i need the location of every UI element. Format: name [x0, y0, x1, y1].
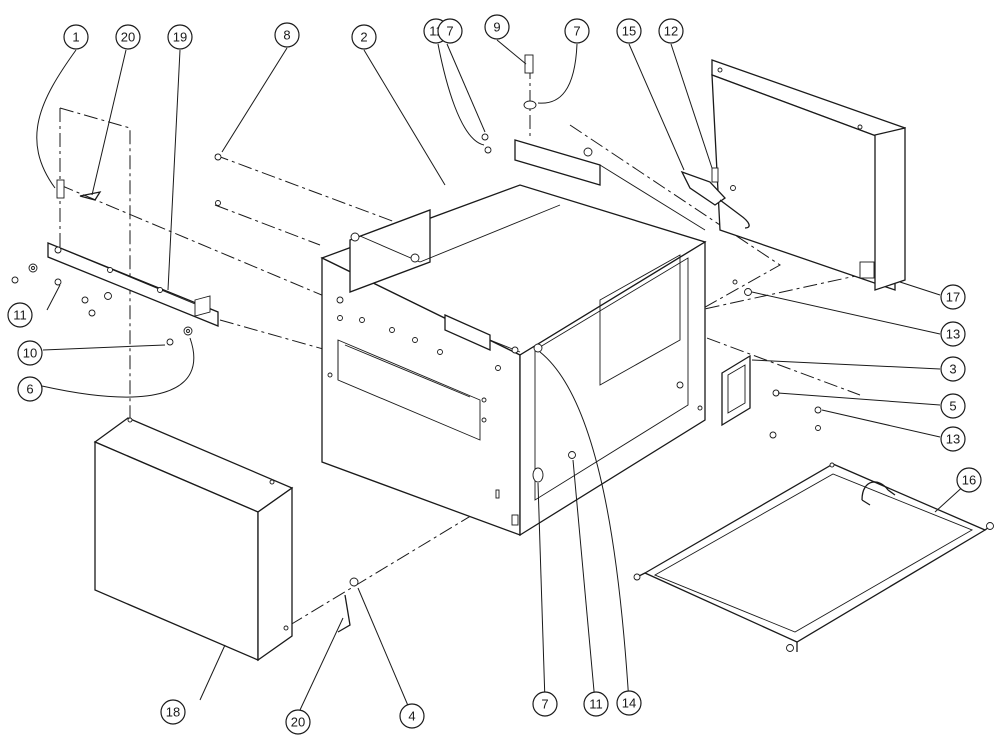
callout-bubble: 20	[285, 709, 311, 735]
hardware	[11, 54, 822, 633]
callout-bubble: 12	[658, 18, 684, 44]
callout-bubble: 8	[274, 22, 300, 48]
callout-bubble: 9	[484, 14, 510, 40]
callout-label: 1	[72, 30, 79, 45]
callout-label: 2	[360, 30, 367, 45]
callout-label: 9	[493, 20, 500, 35]
callout-bubble: 13	[940, 426, 966, 452]
callout-label: 20	[121, 30, 135, 45]
callout-label: 11	[589, 697, 603, 712]
callout-bubble: 5	[940, 393, 966, 419]
callout-bubble: 19	[167, 24, 193, 50]
callout-label: 19	[173, 30, 187, 45]
callout-bubble: 16	[956, 467, 982, 493]
end-panel	[93, 417, 294, 662]
callout-bubble: 13	[940, 321, 966, 347]
callout-label: 7	[541, 697, 548, 712]
leader-lines	[36, 39, 968, 716]
callout-label: 8	[283, 28, 290, 43]
callout-bubble: 11	[7, 302, 33, 328]
callout-bubble: 2	[351, 24, 377, 50]
callout-label: 15	[622, 24, 636, 39]
main-chassis	[320, 139, 707, 537]
callout-bubble: 14	[616, 690, 642, 716]
callout-bubble: 3	[940, 356, 966, 382]
callout-label: 10	[23, 346, 37, 361]
hinge-bracket	[680, 170, 750, 229]
callout-label: 16	[962, 473, 976, 488]
callout-label: 18	[166, 705, 180, 720]
callout-label: 17	[946, 290, 960, 305]
shelf-tray	[633, 462, 994, 652]
plate	[721, 354, 751, 427]
callout-bubble: 7	[564, 18, 590, 44]
callout-label: 7	[573, 24, 580, 39]
callout-label: 6	[26, 382, 33, 397]
callout-label: 12	[664, 24, 678, 39]
callout-label: 20	[291, 715, 305, 730]
callout-label: 13	[946, 432, 960, 447]
callout-bubble: 11	[583, 691, 609, 717]
callout-bubble: 7	[437, 18, 463, 44]
callout-bubble: 18	[160, 699, 186, 725]
callout-bubble: 15	[616, 18, 642, 44]
callout-bubble: 17	[940, 284, 966, 310]
callout-label: 4	[408, 709, 415, 724]
callout-label: 14	[622, 696, 636, 711]
callout-bubble: 7	[532, 691, 558, 717]
callout-label: 11	[13, 308, 27, 323]
callout-bubble: 4	[399, 703, 425, 729]
bracket-rail	[47, 242, 219, 327]
rear-cover	[711, 59, 907, 291]
callout-label: 13	[946, 327, 960, 342]
callout-label: 7	[446, 24, 453, 39]
callout-bubble: 6	[17, 376, 43, 402]
callout-bubble: 1	[63, 24, 89, 50]
callout-label: 3	[949, 362, 956, 377]
callout-bubble: 20	[115, 24, 141, 50]
callout-bubble: 10	[17, 340, 43, 366]
callout-label: 5	[949, 399, 956, 414]
